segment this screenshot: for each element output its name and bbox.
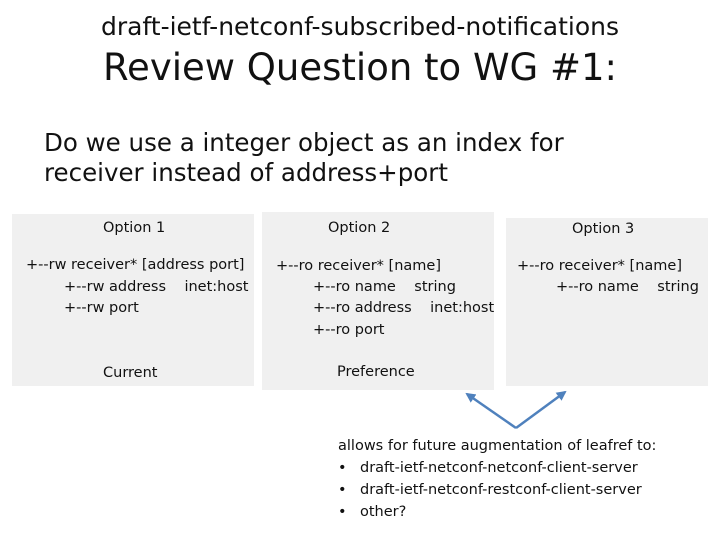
note-item: • draft-ietf-netconf-netconf-client-serve… [338, 457, 656, 479]
option-1-panel [12, 214, 254, 386]
note-intro: allows for future augmentation of leafre… [338, 438, 657, 454]
arrow-to-preference [465, 392, 517, 430]
note-item: • other? [338, 501, 656, 523]
note-item-text: other? [360, 504, 407, 520]
option-2-line-4: +--ro port [313, 322, 385, 338]
option-1-footer: Current [103, 365, 158, 381]
option-2-line-2: +--ro name string [313, 279, 456, 295]
question-text: Do we use a integer object as an index f… [44, 128, 564, 188]
note-item-text: draft-ietf-netconf-restconf-client-serve… [360, 482, 642, 498]
option-3-panel [506, 218, 708, 386]
bullet-icon: • [338, 460, 347, 476]
option-2-line-3: +--ro address inet:host [313, 300, 495, 316]
arrow-to-option-3 [515, 390, 567, 430]
question-line-2: receiver instead of address+port [44, 158, 448, 187]
option-1-line-2: +--rw address inet:host [64, 279, 249, 295]
note-block: allows for future augmentation of leafre… [338, 435, 656, 523]
option-3-line-2: +--ro name string [556, 279, 699, 295]
option-1-heading: Option 1 [103, 220, 166, 236]
bullet-icon: • [338, 482, 347, 498]
option-2-footer: Preference [337, 364, 415, 380]
slide-title: Review Question to WG #1: [103, 46, 617, 89]
option-2-heading: Option 2 [328, 220, 391, 236]
note-list: • draft-ietf-netconf-netconf-client-serve… [338, 457, 656, 523]
option-3-heading: Option 3 [572, 221, 635, 237]
option-1-line-3: +--rw port [64, 300, 139, 316]
note-item: • draft-ietf-netconf-restconf-client-serv… [338, 479, 656, 501]
option-1-line-1: +--rw receiver* [address port] [26, 257, 245, 273]
slide-subtitle: draft-ietf-netconf-subscribed-notificati… [100, 12, 620, 41]
bullet-icon: • [338, 504, 347, 520]
option-3-line-1: +--ro receiver* [name] [517, 258, 682, 274]
note-item-text: draft-ietf-netconf-netconf-client-server [360, 460, 638, 476]
option-2-panel [262, 212, 494, 390]
question-line-1: Do we use a integer object as an index f… [44, 128, 564, 157]
option-2-line-1: +--ro receiver* [name] [276, 258, 441, 274]
